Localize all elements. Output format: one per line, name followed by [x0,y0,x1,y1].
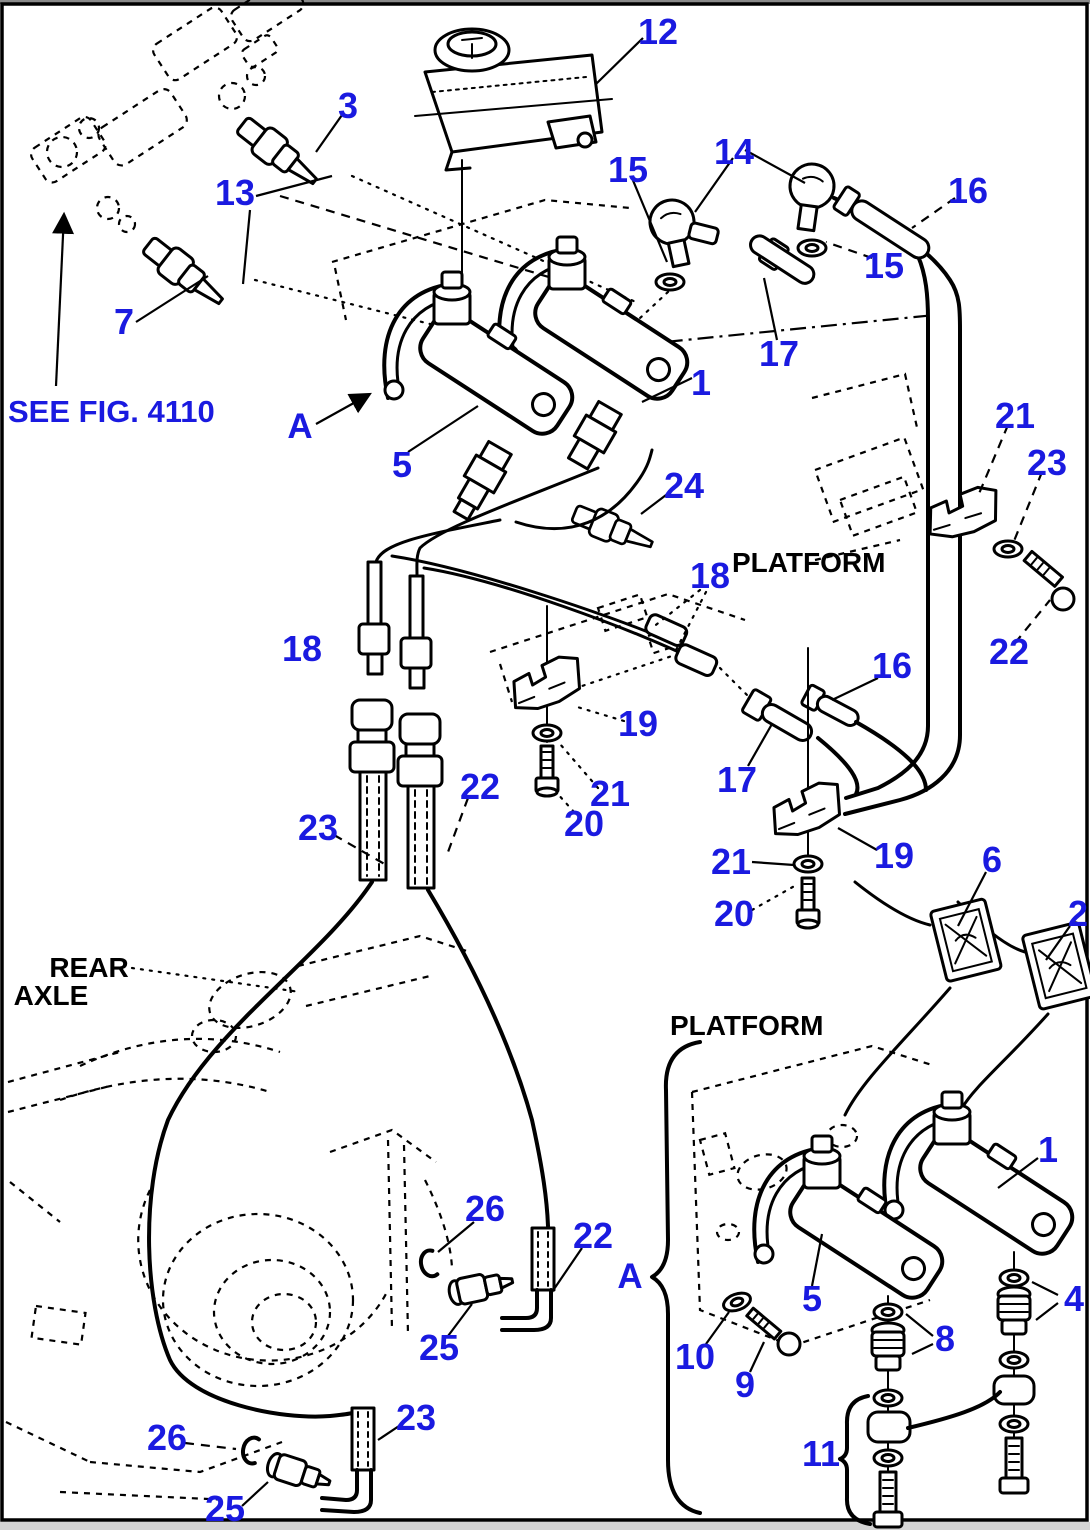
callout-26-bottom: 26 [147,1417,187,1458]
callout-13: 13 [215,172,255,213]
leader-lines [52,37,1071,1507]
pad-2-hose-curve [960,1012,1050,1110]
callout-20-mid: 20 [564,803,604,844]
bolt-9 [745,1306,802,1357]
hose-23-run [147,880,374,1419]
callout-labels: 12 3 13 7 SEE FIG. 4110 15 14 16 15 17 1… [8,11,1088,1529]
callout-26-mid: 26 [465,1188,505,1229]
bottom-edge-strip [0,1522,1090,1530]
pad-6 [929,897,1003,983]
pipe-16-top [832,185,931,260]
callout-10: 10 [675,1336,715,1377]
reference-assembly-fig4110 [29,0,305,234]
callout-21-mid: 21 [590,773,630,814]
chassis-bracket-outline [811,372,925,562]
rear-axle-label-line1: REAR [49,952,128,983]
callout-22-right: 22 [989,631,1029,672]
washer-15-left [654,272,686,292]
brace-11 [838,1394,872,1526]
callout-19-low: 19 [874,835,914,876]
callout-5-top: 5 [392,444,412,485]
callout-23-hose: 23 [298,807,338,848]
fluid-reservoir [414,27,613,301]
connecting-pipe-11 [906,1390,1002,1430]
platform-label-top: PLATFORM [732,547,885,578]
callout-22-bottom: 22 [573,1215,613,1256]
callout-7: 7 [114,301,134,342]
platform-label-bottom: PLATFORM [670,1010,823,1041]
hose-22-upper-end [396,712,444,890]
callout-20-low: 20 [714,893,754,934]
callout-17-top: 17 [759,333,799,374]
pipe-17-top [749,234,816,285]
see-fig-note: SEE FIG. 4110 [8,394,215,429]
callout-25-mid: 25 [419,1327,459,1368]
callout-8: 8 [935,1318,955,1359]
callout-21-right: 21 [995,395,1035,436]
callout-15-right: 15 [864,245,904,286]
fitting-chain-left [866,1295,912,1529]
fitting-chain-right [992,1251,1036,1495]
callout-24: 24 [664,465,704,506]
callout-5-bottom: 5 [802,1278,822,1319]
pipe-17-middle [741,688,814,742]
callout-19-mid: 19 [618,703,658,744]
washer-23-right [992,539,1024,559]
callout-11: 11 [802,1433,840,1474]
hose-23-lower-end [239,1406,376,1514]
callout-3: 3 [338,85,358,126]
connector-18-a [357,560,391,676]
connector-18-b [399,574,433,690]
view-marker-a-top: A [287,407,312,446]
hose-22-lower-end [416,1226,556,1332]
callout-12: 12 [638,11,678,52]
callout-6: 6 [982,839,1002,880]
pad-6-lead-curve [853,880,932,927]
brake-pipes-middle [374,466,750,698]
washer-21-low [792,854,824,874]
callout-18-right: 18 [690,555,730,596]
washer-21-middle [531,723,563,743]
callout-23-bottom: 23 [396,1397,436,1438]
platform-bottom-outline [690,1044,936,1348]
hose-loop-b [816,736,860,796]
callout-1-bottom: 1 [1038,1129,1058,1170]
callout-15-top: 15 [608,149,648,190]
callout-22-hose: 22 [460,766,500,807]
callout-25-bottom: 25 [205,1488,245,1529]
section-marker-a-bottom: A [617,1257,642,1296]
callout-4: 4 [1064,1278,1084,1319]
callout-9: 9 [735,1364,755,1405]
callout-16-mid: 16 [872,645,912,686]
pad-6-hose-curve [843,986,952,1117]
top-edge-strip [0,0,1090,4]
callout-23-right: 23 [1027,442,1067,483]
section-a-brace [650,1040,702,1515]
callout-2: 2 [1068,893,1088,934]
rear-axle-label-line2: AXLE [14,980,89,1011]
bolt-22-right [1022,549,1076,612]
callout-21-low: 21 [711,841,751,882]
washer-15-right [796,238,828,258]
callout-16-top: 16 [948,170,988,211]
pipe-stub-14-left [687,221,720,246]
hose-loop-a [854,720,928,792]
callout-1-top: 1 [691,362,711,403]
master-cylinder-assembly-top [382,235,703,531]
callout-14: 14 [714,131,754,172]
pad-2 [1021,921,1090,1011]
callout-17-mid: 17 [717,759,757,800]
hose-22-run [426,888,550,1228]
callout-18-left: 18 [282,628,322,669]
